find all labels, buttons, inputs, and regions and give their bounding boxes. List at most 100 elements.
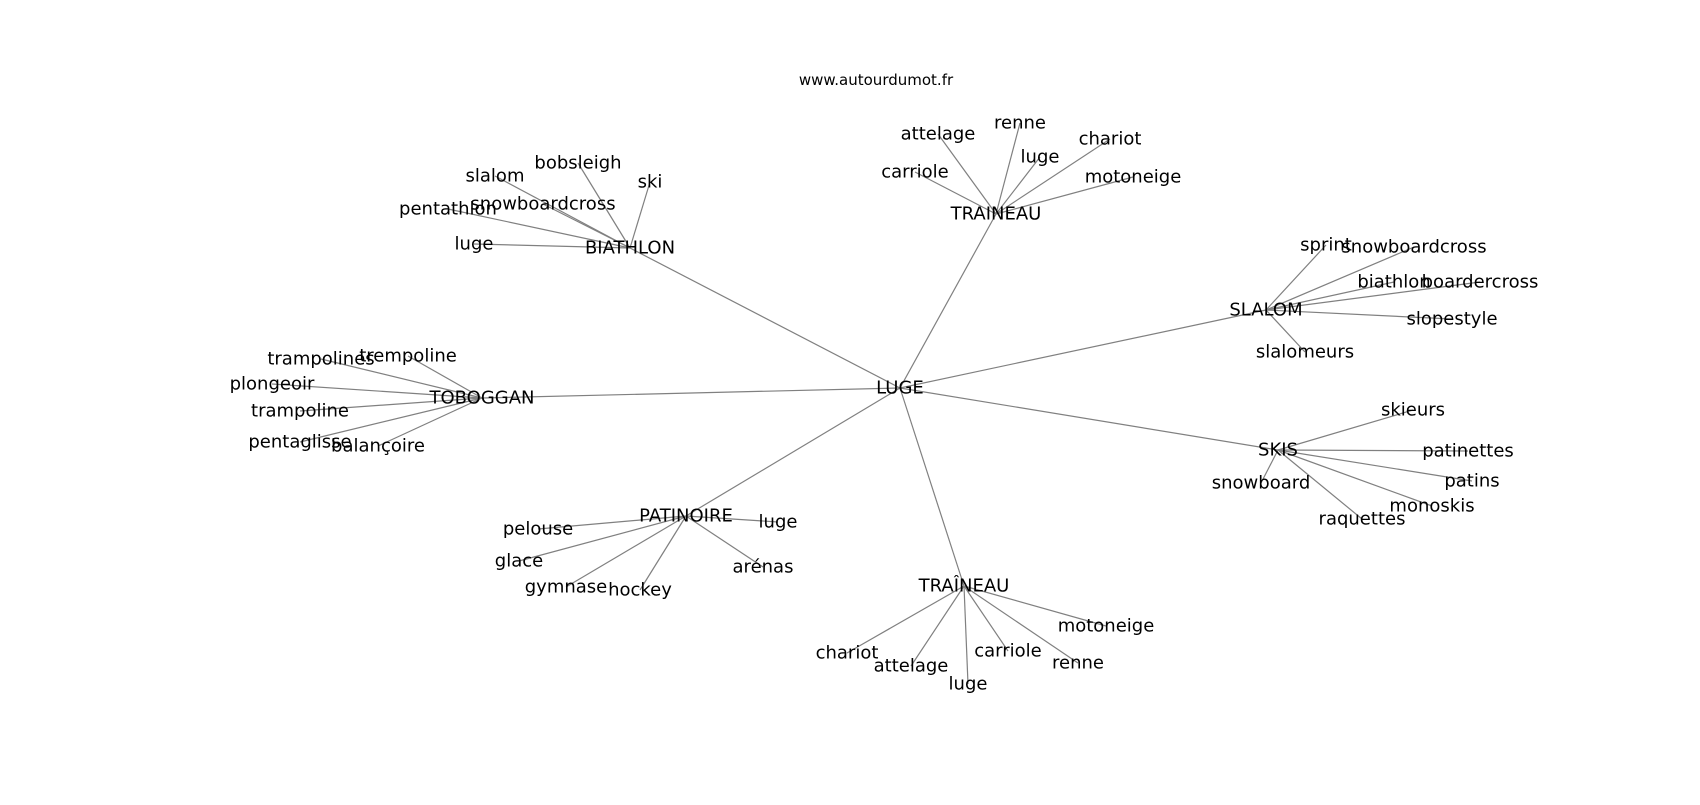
leaf-node[interactable]: luge (949, 674, 988, 695)
leaf-node[interactable]: plongeoir (230, 374, 315, 395)
edge-traineau-2-leaf (963, 585, 1107, 627)
edge-toboggan-leaf (299, 397, 483, 412)
leaf-node[interactable]: trampolines (267, 349, 374, 370)
leaf-node[interactable]: carriole (881, 162, 949, 183)
edges (271, 122, 1481, 685)
leaf-node[interactable]: biathlon (1357, 272, 1430, 293)
leaf-node[interactable]: luge (759, 512, 798, 533)
edge-patinoire-leaf (518, 515, 687, 562)
leaf-node[interactable]: motoneige (1085, 167, 1182, 188)
leaf-node[interactable]: luge (455, 234, 494, 255)
edge-traineau-2-leaf (963, 585, 1009, 652)
leaf-node[interactable]: motoneige (1058, 616, 1155, 637)
hub-node-skis[interactable]: SKIS (1258, 440, 1298, 461)
leaf-node[interactable]: snowboard (1212, 473, 1311, 494)
leaf-node[interactable]: trempoline (359, 346, 457, 367)
edge-toboggan-leaf (320, 358, 483, 399)
leaf-node[interactable]: pentathlon (399, 199, 497, 220)
edge-center-slalom (899, 309, 1267, 389)
edge-skis-leaf (1277, 449, 1363, 520)
leaf-node[interactable]: gymnase (525, 577, 608, 598)
edge-center-toboggan (481, 387, 901, 399)
edge-biathlon-leaf (577, 162, 631, 249)
leaf-node[interactable]: carriole (974, 641, 1042, 662)
edge-skis-leaf (1260, 449, 1279, 484)
edge-traineau-1-leaf (995, 138, 1111, 215)
hub-node-traineau-1[interactable]: TRAINEAU (950, 204, 1042, 225)
leaf-node[interactable]: attelage (901, 124, 976, 145)
edge-skis-leaf (1277, 449, 1469, 452)
leaf-node[interactable]: trampoline (251, 401, 349, 422)
leaf-node[interactable]: renne (994, 113, 1046, 134)
edge-traineau-2-leaf (963, 585, 969, 685)
edge-toboggan-leaf (299, 397, 483, 443)
leaf-node[interactable]: slopestyle (1406, 309, 1497, 330)
leaf-node[interactable]: patinettes (1422, 441, 1514, 462)
leaf-node[interactable]: hockey (608, 580, 672, 601)
leaf-node[interactable]: patins (1444, 471, 1499, 492)
edge-patinoire-leaf (565, 515, 687, 588)
leaf-node[interactable]: balançoire (331, 436, 425, 457)
leaf-node[interactable]: arénas (733, 557, 794, 578)
leaf-node[interactable]: pentaglisse (248, 432, 351, 453)
edge-slalom-leaf (1265, 309, 1306, 353)
hub-node-toboggan[interactable]: TOBOGGAN (428, 388, 534, 409)
leaf-node[interactable]: skieurs (1381, 400, 1445, 421)
edge-toboggan-leaf (407, 355, 483, 399)
edge-traineau-2-leaf (846, 585, 965, 654)
edge-traineau-1-leaf (995, 176, 1134, 215)
leaf-node[interactable]: renne (1052, 653, 1104, 674)
edge-traineau-2-leaf (910, 585, 965, 667)
edge-traineau-1-leaf (937, 133, 997, 215)
center-node[interactable]: LUGE (876, 378, 924, 399)
edge-center-patinoire (685, 387, 901, 517)
leaf-node[interactable]: sprint (1300, 235, 1352, 256)
edge-skis-leaf (1277, 449, 1433, 507)
edge-biathlon-leaf (629, 181, 651, 249)
hub-node-traineau-2[interactable]: TRAÎNEAU (918, 575, 1010, 597)
edge-slalom-leaf (1265, 246, 1415, 311)
edge-traineau-1-leaf (995, 156, 1041, 215)
edge-toboggan-leaf (271, 383, 483, 399)
leaf-node[interactable]: snowboardcross (470, 194, 615, 215)
leaf-node[interactable]: raquettes (1319, 509, 1406, 530)
node-labels: slalombobsleighskipentathlonsnowboardcro… (230, 113, 1539, 695)
edge-biathlon-leaf (447, 208, 631, 249)
edge-center-traineau-1 (899, 213, 997, 389)
edge-traineau-2-leaf (963, 585, 1079, 664)
edge-biathlon-leaf (473, 243, 631, 249)
edge-skis-leaf (1277, 449, 1473, 482)
edge-biathlon-leaf (542, 203, 631, 249)
leaf-node[interactable]: boardercross (1422, 272, 1539, 293)
edge-patinoire-leaf (685, 515, 779, 523)
leaf-node[interactable]: monoskis (1389, 496, 1474, 517)
leaf-node[interactable]: glace (495, 551, 543, 572)
leaf-node[interactable]: ski (638, 172, 663, 193)
leaf-node[interactable]: chariot (816, 643, 879, 664)
edge-slalom-leaf (1265, 281, 1481, 311)
leaf-node[interactable]: pelouse (503, 519, 573, 540)
edge-center-skis (899, 387, 1279, 451)
edge-center-traineau-2 (899, 387, 965, 587)
edge-traineau-1-leaf (995, 122, 1021, 215)
edge-slalom-leaf (1265, 281, 1395, 311)
leaf-node[interactable]: slalom (466, 166, 525, 187)
edge-slalom-leaf (1265, 244, 1327, 311)
hub-node-biathlon[interactable]: BIATHLON (585, 238, 675, 259)
edge-traineau-1-leaf (914, 171, 997, 215)
edge-skis-leaf (1277, 409, 1414, 451)
hub-node-slalom[interactable]: SLALOM (1229, 300, 1302, 321)
edge-patinoire-leaf (639, 515, 687, 591)
site-url[interactable]: www.autourdumot.fr (798, 71, 954, 89)
leaf-node[interactable]: luge (1021, 147, 1060, 168)
hub-node-patinoire[interactable]: PATINOIRE (639, 506, 733, 527)
edge-patinoire-leaf (685, 515, 764, 568)
leaf-node[interactable]: attelage (874, 656, 949, 677)
leaf-node[interactable]: bobsleigh (534, 153, 621, 174)
leaf-node[interactable]: snowboardcross (1341, 237, 1486, 258)
leaf-node[interactable]: chariot (1079, 129, 1142, 150)
edge-toboggan-leaf (377, 397, 483, 447)
leaf-node[interactable]: slalomeurs (1256, 342, 1354, 363)
